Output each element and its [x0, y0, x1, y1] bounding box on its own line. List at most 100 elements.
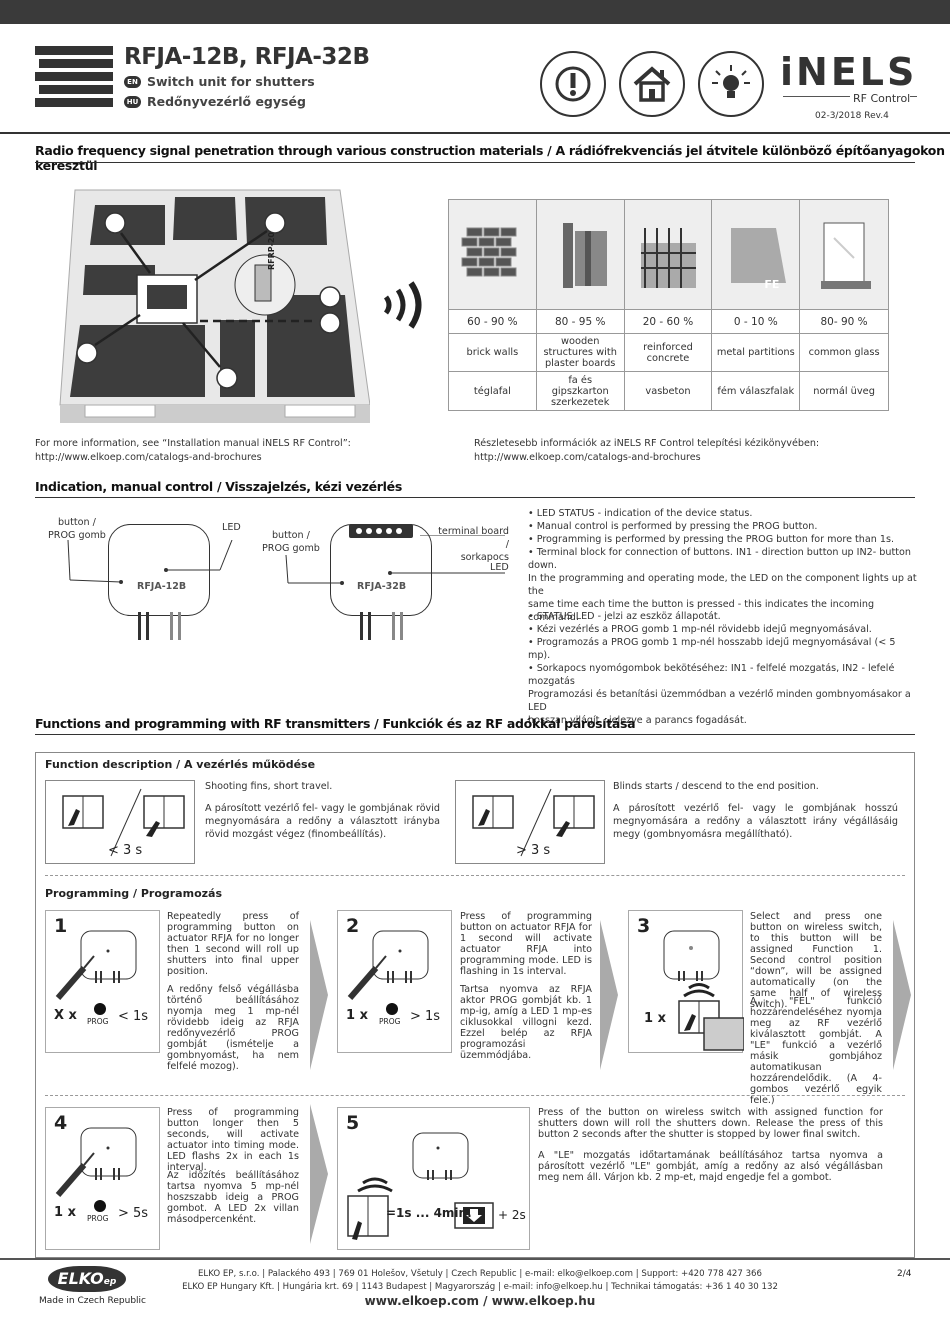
inels-logo: iNELS: [780, 50, 920, 94]
info-en-link[interactable]: http://www.elkoep.com/catalogs-and-broch…: [35, 452, 262, 463]
pct-wood: 80 - 95 %: [535, 309, 625, 334]
dev1-button-label-1: button /: [57, 517, 96, 528]
pct-metal: 0 - 10 %: [711, 309, 801, 334]
bullet-en-2: • Manual control is performed by pressin…: [528, 521, 818, 532]
step3-times: 1 x: [644, 1011, 666, 1026]
bullet-en-6: same time each time the button is presse…: [528, 599, 875, 623]
info-hu-1: Részletesebb információk az iNELS RF Con…: [474, 438, 820, 449]
warning-icon: [540, 51, 606, 117]
brand-name: iNELS: [780, 50, 918, 94]
step2-dur: > 1s: [410, 1009, 441, 1024]
dev2-label: RFJA-32B: [357, 581, 407, 592]
en-wood: wooden structures with plaster boards: [535, 333, 625, 372]
bullet-en-5: In the programming and operating mode, t…: [528, 573, 917, 597]
hu-brick: téglafal: [448, 371, 537, 411]
materials-table: FE 60 - 90 % 80 - 95 % 20 - 60 % 0 - 10 …: [448, 199, 889, 411]
bulb-icon: [698, 51, 764, 117]
en-metal: metal partitions: [711, 333, 801, 372]
indication-bullets-en: • LED STATUS - indication of the device …: [528, 507, 918, 624]
fe-label: FE: [764, 278, 780, 291]
step4-dur: > 5s: [118, 1206, 149, 1221]
dev2-led-label: LED: [490, 562, 509, 573]
dev2-terminal-label-2: sorkapocs: [460, 552, 509, 563]
func2-hu: A párosított vezérlő fel- vagy le gombjá…: [613, 803, 898, 840]
step5-plus: + 2s: [498, 1208, 526, 1222]
bullet-hu-2: • Kézi vezérlés a PROG gomb 1 mp-nél röv…: [528, 624, 872, 635]
elko-logo-text: ELKO: [57, 1269, 104, 1288]
prog-divider: [45, 875, 905, 876]
pct-glass: 80- 90 %: [799, 309, 889, 334]
hu-glass: normál üveg: [799, 371, 889, 411]
brand-sub: RF Control: [850, 92, 911, 105]
metal-pic: FE: [711, 199, 801, 310]
footer-rule: [0, 1258, 950, 1260]
step-divider: [45, 1095, 905, 1096]
step4-box: 4 1 x PROG > 5s: [45, 1107, 160, 1250]
bullet-en-4: • Terminal block for connection of butto…: [528, 547, 911, 571]
subtitle-en: Switch unit for shutters: [147, 74, 315, 89]
dev2-terminal-block: [349, 524, 413, 538]
dev2-button-label-2: PROG gomb: [262, 543, 320, 554]
footer-line-2: ELKO EP Hungary Kft. | Hungária krt. 69 …: [182, 1282, 778, 1292]
step5-num: 5: [346, 1112, 360, 1134]
func2-box: > 3 s: [455, 780, 605, 864]
step4-en: Press of programming button longer then …: [167, 1107, 299, 1173]
step4-num: 4: [54, 1112, 68, 1134]
step2-num: 2: [346, 915, 360, 937]
section-functions-rule: [35, 734, 915, 735]
en-glass: common glass: [799, 333, 889, 372]
step3-hu: A "FEL" funkció hozzárendeléséhez nyomja…: [750, 996, 882, 1106]
section-rf-title: Radio frequency signal penetration throu…: [35, 143, 945, 173]
hu-metal: fém válaszfalak: [711, 371, 801, 411]
pct-brick: 60 - 90 %: [448, 309, 537, 334]
dev2-leader-lines: [285, 535, 505, 585]
step3-arrow-icon: [893, 920, 911, 1070]
step1-times: X x: [54, 1008, 77, 1023]
step3-box: 3 1 x: [628, 910, 744, 1053]
step5-en: Press of the button on wireless switch w…: [538, 1107, 883, 1140]
hu-badge: HU: [124, 95, 141, 108]
info-hu-link[interactable]: http://www.elkoep.com/catalogs-and-broch…: [474, 452, 701, 463]
pct-concrete: 20 - 60 %: [623, 309, 713, 334]
revision: 02-3/2018 Rev.4: [815, 111, 889, 121]
dev1-leader-lines: [67, 540, 233, 584]
func1-hu: A párosított vezérlő fel- vagy le gombjá…: [205, 803, 440, 840]
dev2-button-label: button / PROG gomb: [262, 529, 320, 555]
step2-box: 2 1 x PROG > 1s: [337, 910, 452, 1053]
top-bar: [0, 0, 950, 24]
header-rule: [0, 132, 950, 134]
step2-prog: PROG: [379, 1017, 401, 1026]
bullet-hu-4: • Sorkapocs nyomógombok bekötéséhez: IN1…: [528, 663, 895, 687]
section-rf-rule: [35, 162, 915, 163]
rf-signal-icon: [378, 280, 438, 330]
func1-en: Shooting fins, short travel.: [205, 781, 333, 792]
step2-prog-dot: [386, 1003, 398, 1015]
step5-box: 5 =1s ... 4min. + 2s: [337, 1107, 530, 1250]
bullet-en-3: • Programming is performed by pressing t…: [528, 534, 895, 545]
step1-arrow-icon: [310, 920, 328, 1070]
rfrp-label: RFRP-20: [267, 232, 276, 270]
step2-hu: Tartsa nyomva az RFJA aktor PROG gombját…: [460, 984, 592, 1061]
made-in: Made in Czech Republic: [39, 1296, 146, 1306]
page-number: 2/4: [897, 1269, 912, 1279]
prog-title: Programming / Programozás: [45, 887, 222, 900]
dev1-pins: [130, 612, 190, 642]
step5-hu: A "LE" mozgatás időtartamának beállításá…: [538, 1150, 883, 1183]
bullet-en-1: • LED STATUS - indication of the device …: [528, 508, 753, 519]
hu-concrete: vasbeton: [623, 371, 713, 411]
dev2-button-label-1: button /: [271, 530, 310, 541]
func2-en: Blinds starts / descend to the end posit…: [613, 781, 819, 792]
step1-box: 1 X x PROG < 1s: [45, 910, 160, 1053]
footer-web-link[interactable]: www.elkoep.com / www.elkoep.hu: [364, 1294, 596, 1308]
en-badge: EN: [124, 75, 141, 88]
dev2-terminal-label-1: terminal board /: [438, 526, 509, 550]
dev1-led-label: LED: [222, 522, 241, 533]
info-en-1: For more information, see “Installation …: [35, 438, 351, 449]
step5-time-range: =1s ... 4min.: [386, 1206, 472, 1220]
dev1-label: RFJA-12B: [137, 581, 187, 592]
section-indication-title: Indication, manual control / Visszajelzé…: [35, 479, 402, 494]
en-concrete: reinforced concrete: [623, 333, 713, 372]
bullet-hu-6: hosszan világít - jelezve a parancs foga…: [528, 715, 747, 726]
dev2-pins: [352, 612, 412, 642]
concrete-pic: [623, 199, 713, 310]
